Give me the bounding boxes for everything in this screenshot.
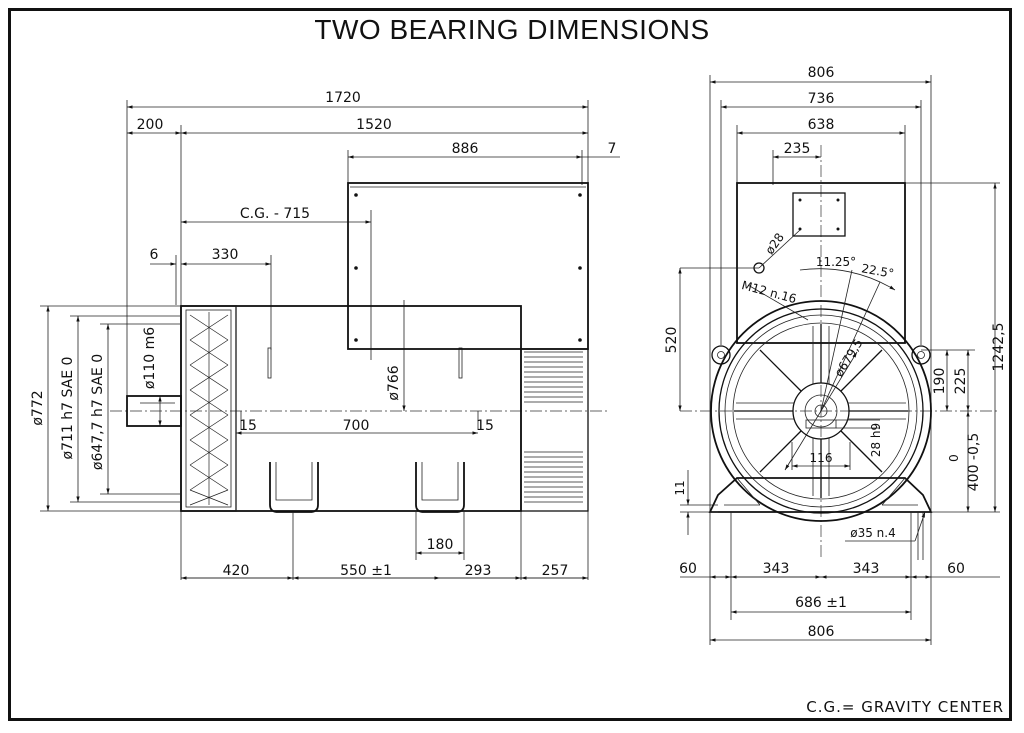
dim-180: 180 — [427, 537, 454, 553]
drawing-title: TWO BEARING DIMENSIONS — [314, 14, 710, 45]
dim-dia-647: ø647,7 h7 SAE 0 — [90, 354, 106, 470]
dim-343-right: 343 — [853, 561, 880, 577]
dim-700: 700 — [343, 418, 370, 434]
dim-806-bottom: 806 — [808, 624, 835, 640]
dim-dia-110: ø110 m6 — [142, 327, 158, 389]
dim-angle-22: 22.5° — [860, 261, 895, 280]
front-view: 806 736 638 235 ø28 M12 n.16 11.25° 22.5… — [664, 65, 1007, 645]
drawing-frame — [8, 8, 1012, 721]
dim-7: 7 — [608, 141, 617, 157]
dim-400: 400 -0,5 — [966, 433, 982, 492]
dim-angle-11: 11.25° — [816, 255, 856, 269]
dim-550: 550 ±1 — [340, 563, 392, 579]
dim-1242-5: 1242,5 — [991, 323, 1007, 372]
dim-806-top: 806 — [808, 65, 835, 81]
dim-dia-766: ø766 — [386, 365, 402, 400]
dim-6: 6 — [150, 247, 159, 263]
gravity-center-note: C.G.= GRAVITY CENTER — [806, 698, 1004, 716]
dim-60-left: 60 — [679, 561, 697, 577]
dim-m12: M12 n.16 — [740, 278, 798, 306]
dim-420: 420 — [223, 563, 250, 579]
dim-257: 257 — [542, 563, 569, 579]
dim-293: 293 — [465, 563, 492, 579]
dim-343-left: 343 — [763, 561, 790, 577]
dim-60-right: 60 — [947, 561, 965, 577]
dim-cg-715: C.G. - 715 — [240, 206, 310, 222]
dim-400-tol-upper: 0 — [947, 454, 961, 462]
dim-225: 225 — [953, 368, 969, 395]
dim-dia-28: ø28 — [763, 230, 787, 257]
dim-dia-35: ø35 n.4 — [850, 526, 895, 540]
dim-1520: 1520 — [356, 117, 392, 133]
dim-736: 736 — [808, 91, 835, 107]
dim-638: 638 — [808, 117, 835, 133]
dim-1720: 1720 — [325, 90, 361, 106]
dim-15-right: 15 — [476, 418, 494, 434]
dim-190: 190 — [932, 368, 948, 395]
dim-dia-772: ø772 — [30, 390, 46, 425]
dim-15-left: 15 — [239, 418, 257, 434]
dim-200: 200 — [137, 117, 164, 133]
dim-520: 520 — [664, 327, 680, 354]
dim-28-h9: 28 h9 — [869, 423, 883, 457]
dim-330: 330 — [212, 247, 239, 263]
dim-886: 886 — [452, 141, 479, 157]
dim-dia-711: ø711 h7 SAE 0 — [60, 357, 76, 460]
dim-235: 235 — [784, 141, 811, 157]
side-view: 1720 200 1520 886 7 C.G. - 715 6 330 ø77… — [30, 90, 620, 580]
dim-116: 116 — [810, 451, 833, 465]
dim-11: 11 — [673, 480, 687, 495]
dim-686: 686 ±1 — [795, 595, 847, 611]
